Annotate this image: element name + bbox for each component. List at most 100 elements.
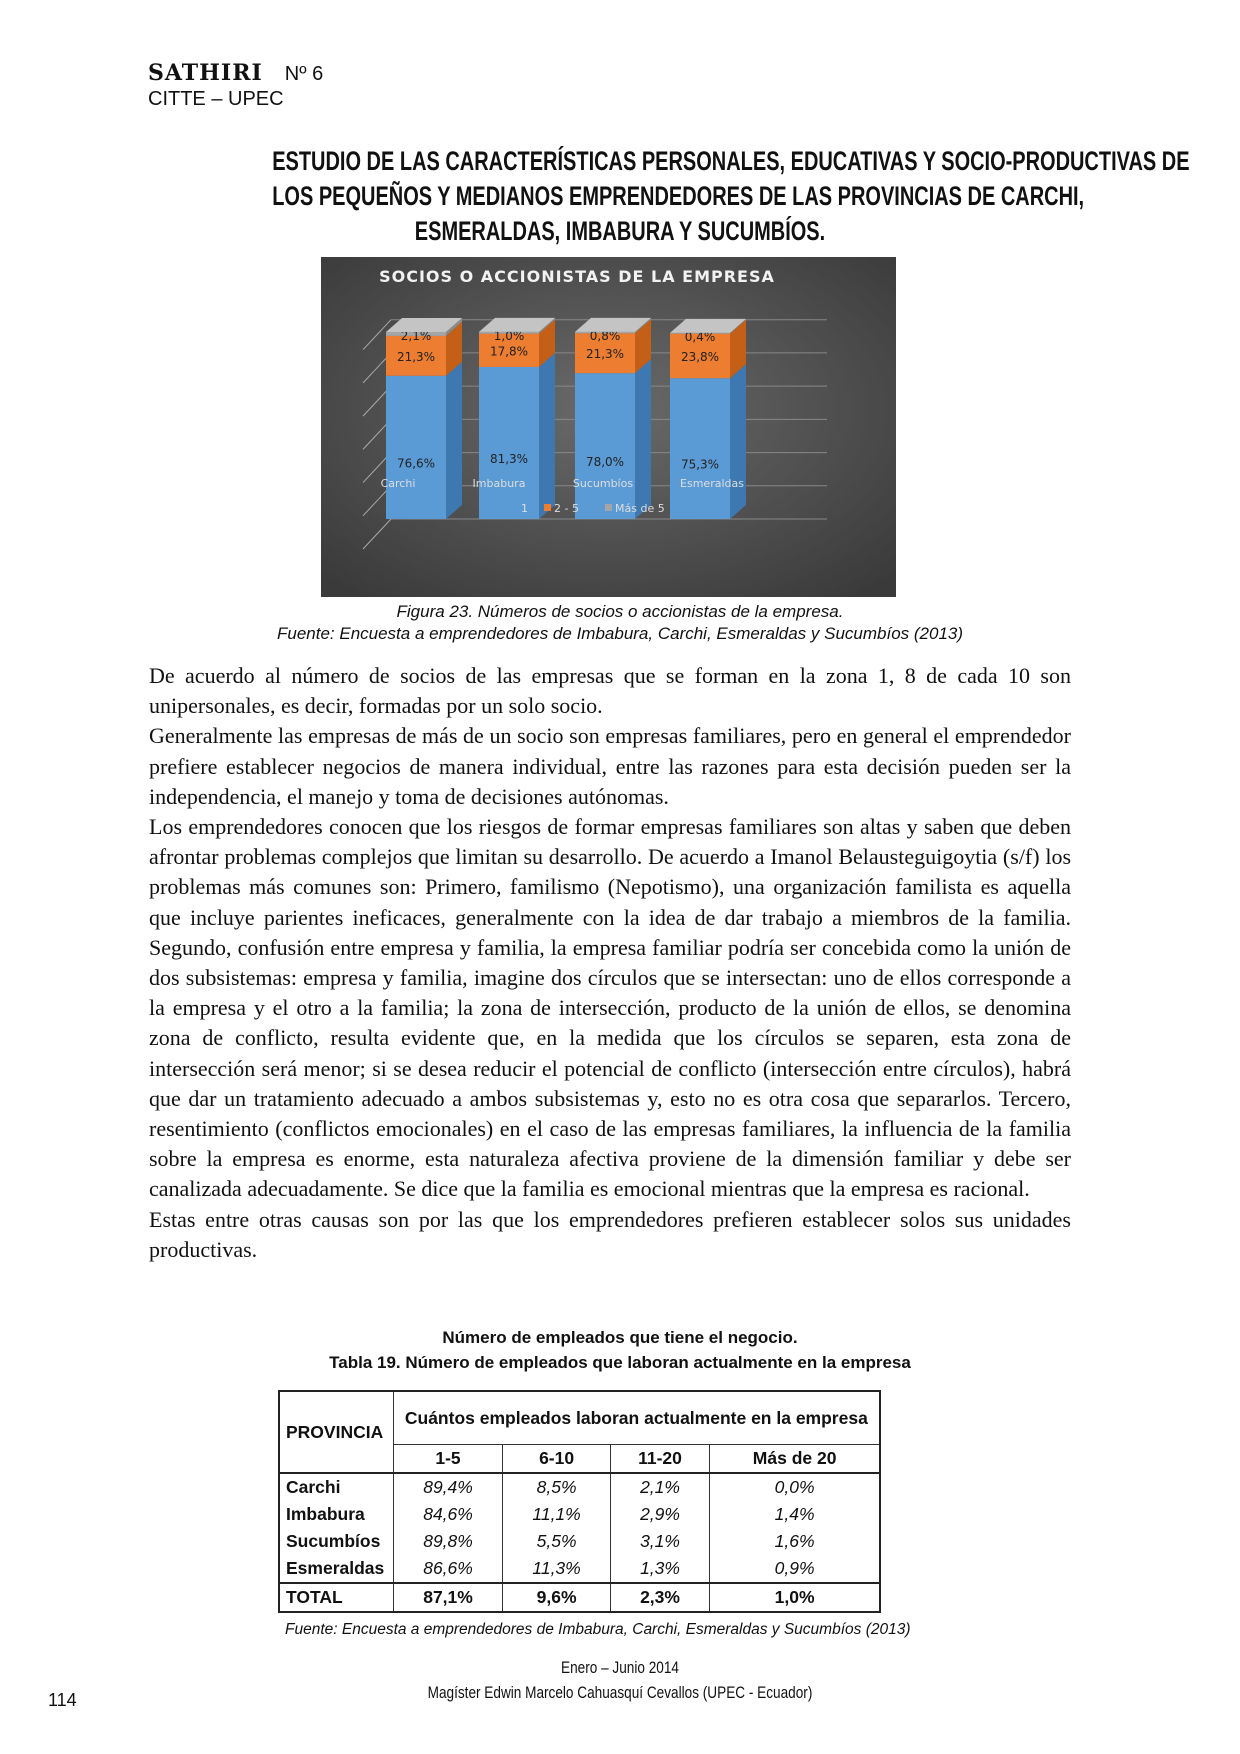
bar-side <box>539 319 555 367</box>
legend-label: 1 <box>521 502 528 515</box>
data-label: 76,6% <box>397 456 435 470</box>
paragraph: Estas entre otras causas son por las que… <box>149 1206 1071 1262</box>
value-cell: 1,0% <box>709 1582 881 1612</box>
data-label: 17,8% <box>490 344 528 358</box>
journal-title: SATHIRI <box>148 60 263 86</box>
value-cell: 3,1% <box>609 1528 711 1555</box>
value-cell: 0,9% <box>709 1555 881 1583</box>
value-cell: 1,4% <box>709 1501 881 1528</box>
province-cell: Carchi <box>278 1473 394 1501</box>
bar-1-Sucumbíos <box>575 373 635 519</box>
value-cell: 11,3% <box>502 1555 611 1583</box>
bar-side <box>730 364 746 519</box>
title-line: ESMERALDAS, IMBABURA Y SUCUMBÍOS. <box>414 216 826 246</box>
table-title: Tabla 19. Número de empleados que labora… <box>329 1353 911 1372</box>
value-cell: 89,8% <box>392 1528 504 1555</box>
legend-swatch <box>605 504 612 511</box>
category-label: Esmeraldas <box>680 477 744 490</box>
paragraph: Generalmente las empresas de más de un s… <box>149 723 1071 809</box>
data-label: 78,0% <box>586 455 624 469</box>
page-number: 114 <box>48 1690 77 1710</box>
bar-side <box>635 319 651 374</box>
paragraph: Los emprendedores conocen que los riesgo… <box>149 814 1071 1202</box>
value-cell: 89,4% <box>392 1473 504 1501</box>
province-cell: Esmeraldas <box>278 1555 394 1583</box>
stacked-bar-chart: SOCIOS O ACCIONISTAS DE LA EMPRESA 76,6% 2… <box>321 257 896 597</box>
province-cell: Sucumbíos <box>278 1528 394 1555</box>
value-cell: 11,1% <box>502 1501 611 1528</box>
province-header: PROVINCIA <box>278 1391 394 1474</box>
body-text: De acuerdo al número de socios de las em… <box>149 661 1071 1265</box>
bar-2-5-Imbabura <box>479 333 539 367</box>
data-label: 2,1% <box>401 329 432 343</box>
column-header: Más de 20 <box>709 1444 881 1474</box>
value-cell: 1,6% <box>709 1528 881 1555</box>
journal-name: SATHIRI Nº 6 <box>148 60 323 86</box>
bar-side <box>446 361 462 519</box>
province-cell: Imbabura <box>278 1501 394 1528</box>
figure-source: Fuente: Encuesta a emprendedores de Imba… <box>276 624 964 643</box>
bar-top <box>575 317 651 332</box>
organization: CITTE – UPEC <box>148 88 284 110</box>
category-label: Imbabura <box>473 477 526 490</box>
bar-side <box>539 317 555 334</box>
footer-author: Magíster Edwin Marcelo Cahuasquí Cevallo… <box>150 1683 1090 1703</box>
category-label: Sucumbíos <box>573 477 633 490</box>
value-cell: 5,5% <box>502 1528 611 1555</box>
value-cell: 2,1% <box>609 1473 711 1501</box>
value-cell: 84,6% <box>392 1501 504 1528</box>
bar-side <box>730 318 746 334</box>
column-header: 1-5 <box>392 1444 504 1474</box>
category-label: Carchi <box>381 477 416 490</box>
bar-top <box>386 318 462 332</box>
bar-Másde5-Esmeraldas <box>670 332 730 334</box>
bar-top <box>479 317 555 332</box>
bar-1-Carchi <box>386 375 446 519</box>
group-header: Cuántos empleados laboran actualmente en… <box>392 1391 881 1445</box>
bar-1-Esmeraldas <box>670 378 730 519</box>
bar-2-5-Esmeraldas <box>670 333 730 379</box>
bar-Másde5-Sucumbíos <box>575 331 635 334</box>
column-header: 6-10 <box>502 1444 611 1474</box>
bar-side <box>446 321 462 376</box>
province-cell: TOTAL <box>278 1582 394 1612</box>
legend-swatch <box>511 504 518 511</box>
gridline <box>362 319 392 351</box>
data-label: 23,8% <box>681 350 719 364</box>
data-label: 1,0% <box>494 329 525 343</box>
value-cell: 1,3% <box>609 1555 711 1583</box>
bar-top <box>670 318 746 333</box>
employees-table: PROVINCIA Cuántos empleados laboran actu… <box>278 1390 881 1613</box>
legend-label: 2 - 5 <box>554 502 579 515</box>
bar-Másde5-Imbabura <box>479 331 539 334</box>
title-line: ESTUDIO DE LAS CARACTERÍSTICAS PERSONALE… <box>272 146 1190 176</box>
data-label: 75,3% <box>681 458 719 472</box>
footer-author-text: Magíster Edwin Marcelo Cahuasquí Cevallo… <box>427 1683 813 1702</box>
table-source: Fuente: Encuesta a emprendedores de Imba… <box>285 1621 911 1638</box>
value-cell: 9,6% <box>502 1582 611 1612</box>
chart-title: SOCIOS O ACCIONISTAS DE LA EMPRESA <box>379 267 775 286</box>
bar-side <box>635 317 651 334</box>
table-heading: Número de empleados que tiene el negocio… <box>442 1328 798 1347</box>
gridline <box>362 518 392 550</box>
bar-1-Imbabura <box>479 366 539 519</box>
paragraph: De acuerdo al número de socios de las em… <box>149 663 1071 719</box>
value-cell: 0,0% <box>709 1473 881 1501</box>
bar-Másde5-Carchi <box>386 332 446 336</box>
footer-date: Enero – Junio 2014 <box>150 1658 1090 1678</box>
data-label: 0,4% <box>685 330 716 344</box>
issue-number: Nº 6 <box>284 63 324 85</box>
bar-side <box>730 319 746 379</box>
figure-caption: Figura 23. Números de socios o accionist… <box>396 602 844 621</box>
bar-2-5-Sucumbíos <box>575 333 635 374</box>
bar-side <box>446 318 462 336</box>
data-label: 21,3% <box>397 350 435 364</box>
data-label: 21,3% <box>586 347 624 361</box>
column-header: 11-20 <box>609 1444 711 1474</box>
value-cell: 2,3% <box>609 1582 711 1612</box>
article-title: ESTUDIO DE LAS CARACTERÍSTICAS PERSONALE… <box>150 144 1190 249</box>
